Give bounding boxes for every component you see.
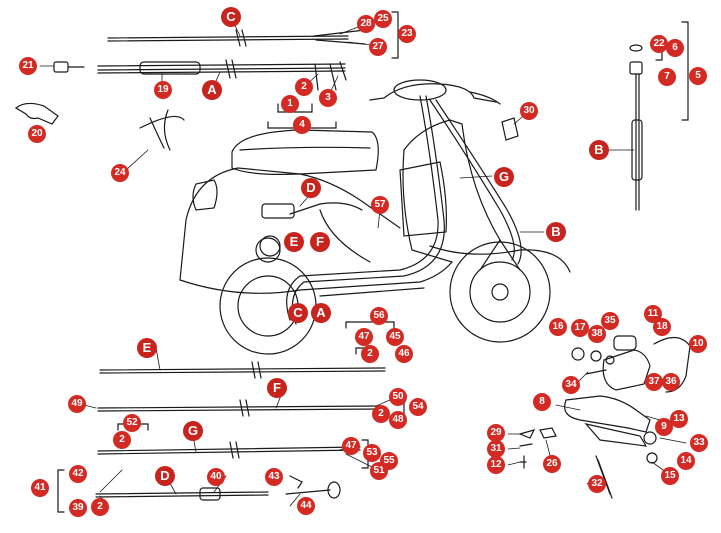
callout-19: 19 bbox=[154, 81, 172, 99]
callout-e-scooter: E bbox=[284, 232, 304, 252]
callout-1: 1 bbox=[281, 95, 299, 113]
callout-8: 8 bbox=[533, 393, 551, 411]
callout-41: 41 bbox=[31, 479, 49, 497]
scooter-illustration bbox=[179, 79, 571, 355]
callout-10: 10 bbox=[689, 335, 707, 353]
callout-29: 29 bbox=[487, 424, 505, 442]
callout-5: 5 bbox=[689, 67, 707, 85]
callout-7: 7 bbox=[658, 68, 676, 86]
cable-f-assembly bbox=[97, 391, 405, 421]
small-parts-left bbox=[14, 61, 185, 151]
cable-c-assembly bbox=[107, 29, 366, 47]
cable-d-assembly bbox=[57, 469, 341, 513]
cable-b-assembly bbox=[391, 11, 689, 211]
leader-lines bbox=[39, 16, 687, 507]
callout-12: 12 bbox=[487, 456, 505, 474]
callout-20: 20 bbox=[28, 125, 46, 143]
callout-40: 40 bbox=[207, 468, 225, 486]
callout-f-cable: F bbox=[267, 378, 287, 398]
callout-2-e: 2 bbox=[361, 345, 379, 363]
callout-34: 34 bbox=[562, 376, 580, 394]
callout-35: 35 bbox=[601, 312, 619, 330]
callout-2: 2 bbox=[295, 78, 313, 96]
callout-c-scooter: C bbox=[288, 303, 308, 323]
callout-52: 52 bbox=[123, 414, 141, 432]
callout-13: 13 bbox=[670, 410, 688, 428]
callout-18: 18 bbox=[653, 318, 671, 336]
callout-a-top: A bbox=[202, 80, 222, 100]
callout-53: 53 bbox=[363, 444, 381, 462]
callout-f-scooter: F bbox=[310, 232, 330, 252]
callout-9: 9 bbox=[655, 418, 673, 436]
callout-48: 48 bbox=[389, 411, 407, 429]
callout-47-g: 47 bbox=[342, 437, 360, 455]
callout-d-scooter: D bbox=[301, 178, 321, 198]
callout-b-right: B bbox=[589, 140, 609, 160]
callout-27: 27 bbox=[369, 38, 387, 56]
cable-g-assembly bbox=[97, 423, 369, 469]
callout-c-top: C bbox=[221, 7, 241, 27]
cable-a-assembly bbox=[97, 59, 347, 129]
callout-g-cable: G bbox=[183, 421, 203, 441]
callout-43: 43 bbox=[265, 468, 283, 486]
callout-56: 56 bbox=[370, 307, 388, 325]
callout-33: 33 bbox=[690, 434, 708, 452]
callout-44: 44 bbox=[297, 497, 315, 515]
callout-47: 47 bbox=[355, 328, 373, 346]
callout-14: 14 bbox=[677, 452, 695, 470]
callout-49: 49 bbox=[68, 395, 86, 413]
cable-e-assembly bbox=[99, 321, 395, 379]
callout-31: 31 bbox=[487, 440, 505, 458]
callout-30: 30 bbox=[520, 102, 538, 120]
callout-42: 42 bbox=[69, 465, 87, 483]
callout-d-cable: D bbox=[155, 466, 175, 486]
callout-21: 21 bbox=[19, 57, 37, 75]
callout-36: 36 bbox=[662, 373, 680, 391]
callout-b-scooter: B bbox=[546, 222, 566, 242]
callout-6: 6 bbox=[666, 39, 684, 57]
callout-26: 26 bbox=[543, 455, 561, 473]
callout-17: 17 bbox=[571, 319, 589, 337]
callout-16: 16 bbox=[549, 318, 567, 336]
callout-28: 28 bbox=[357, 15, 375, 33]
callout-15: 15 bbox=[661, 467, 679, 485]
callout-37: 37 bbox=[645, 373, 663, 391]
callout-a-scooter: A bbox=[311, 303, 331, 323]
callout-2-f: 2 bbox=[372, 405, 390, 423]
callout-24: 24 bbox=[111, 164, 129, 182]
callout-4: 4 bbox=[293, 116, 311, 134]
callout-32: 32 bbox=[588, 475, 606, 493]
callout-45: 45 bbox=[386, 328, 404, 346]
callout-46: 46 bbox=[395, 345, 413, 363]
callout-g-scooter: G bbox=[494, 167, 514, 187]
callout-3: 3 bbox=[319, 89, 337, 107]
callout-23: 23 bbox=[398, 25, 416, 43]
callout-25: 25 bbox=[374, 10, 392, 28]
callout-2-g: 2 bbox=[113, 431, 131, 449]
callout-39: 39 bbox=[69, 499, 87, 517]
callout-22: 22 bbox=[650, 35, 668, 53]
callout-54: 54 bbox=[409, 398, 427, 416]
callout-55: 55 bbox=[380, 452, 398, 470]
callout-e-cable: E bbox=[137, 338, 157, 358]
callout-50: 50 bbox=[389, 388, 407, 406]
callout-57: 57 bbox=[371, 196, 389, 214]
callout-38: 38 bbox=[588, 325, 606, 343]
callout-2-d: 2 bbox=[91, 498, 109, 516]
